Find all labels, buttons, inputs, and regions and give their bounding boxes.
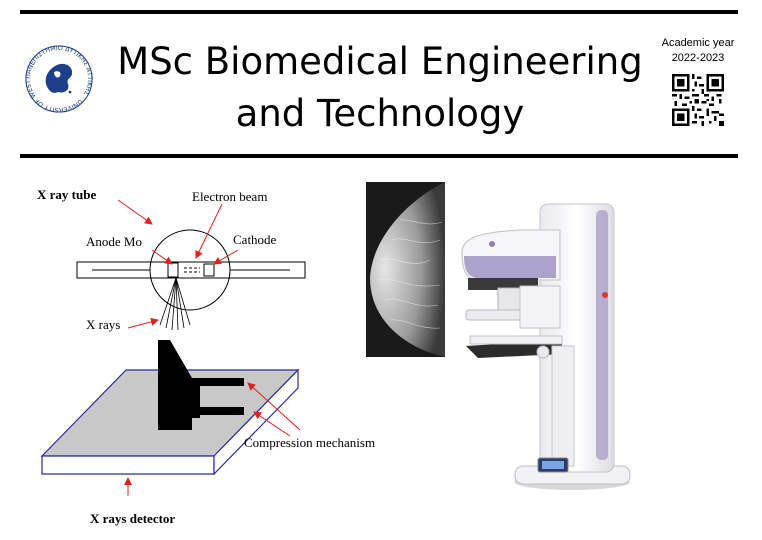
academic-year-label: Academic year: [661, 37, 735, 49]
title-line-2: and Technology: [235, 92, 525, 135]
label-cathode: Cathode: [233, 232, 277, 247]
academic-year: Academic year 2022-2023: [648, 36, 748, 66]
label-compression: Compression mechanism: [244, 435, 375, 450]
label-anode: Anode Mo: [86, 234, 142, 249]
anode-target: [167, 262, 179, 278]
compression-paddle: [170, 378, 244, 386]
anode-arrow: [151, 249, 173, 265]
compression-arrow-upper: [247, 382, 301, 431]
university-logo: ΠΑΝΕΠΙΣΤΗΜΙΟ ΔΥΤΙΚΗΣ ΑΤΤΙΚΗΣ · UNIVERSIT…: [24, 44, 93, 113]
label-electron-beam: Electron beam: [192, 189, 267, 204]
electron-beam-arrow: [195, 203, 223, 259]
qr-code[interactable]: [672, 74, 724, 126]
detector-plate-front: [41, 455, 215, 475]
xray-beam-lines: [159, 277, 191, 331]
compression-arrow-lower: [253, 411, 291, 437]
header-bottom-rule: [20, 154, 738, 158]
mammography-machine: [461, 203, 631, 490]
support-paddle: [170, 407, 244, 415]
page-title: MSc Biomedical Engineering and Technolog…: [100, 36, 660, 140]
mammography-figure: X ray tube Electron beam Anode Mo Cathod…: [37, 182, 631, 526]
label-detector: X rays detector: [90, 511, 175, 526]
xray-tube-arrow: [117, 199, 153, 225]
tube-envelope: [149, 229, 231, 311]
detector-plate-side: [213, 368, 299, 476]
xray-tube-diagram: [76, 199, 306, 331]
cathode-arrow: [213, 249, 239, 265]
label-xray-tube: X ray tube: [37, 187, 96, 202]
xrays-arrow: [127, 317, 159, 329]
academic-year-value: 2022-2023: [671, 52, 725, 64]
detector-assembly: [40, 340, 301, 496]
cathode-filament: [203, 263, 215, 277]
title-line-1: MSc Biomedical Engineering: [117, 40, 643, 83]
label-xrays: X rays: [86, 317, 120, 332]
mammogram-image: [366, 182, 445, 357]
header-top-rule: [20, 10, 738, 14]
